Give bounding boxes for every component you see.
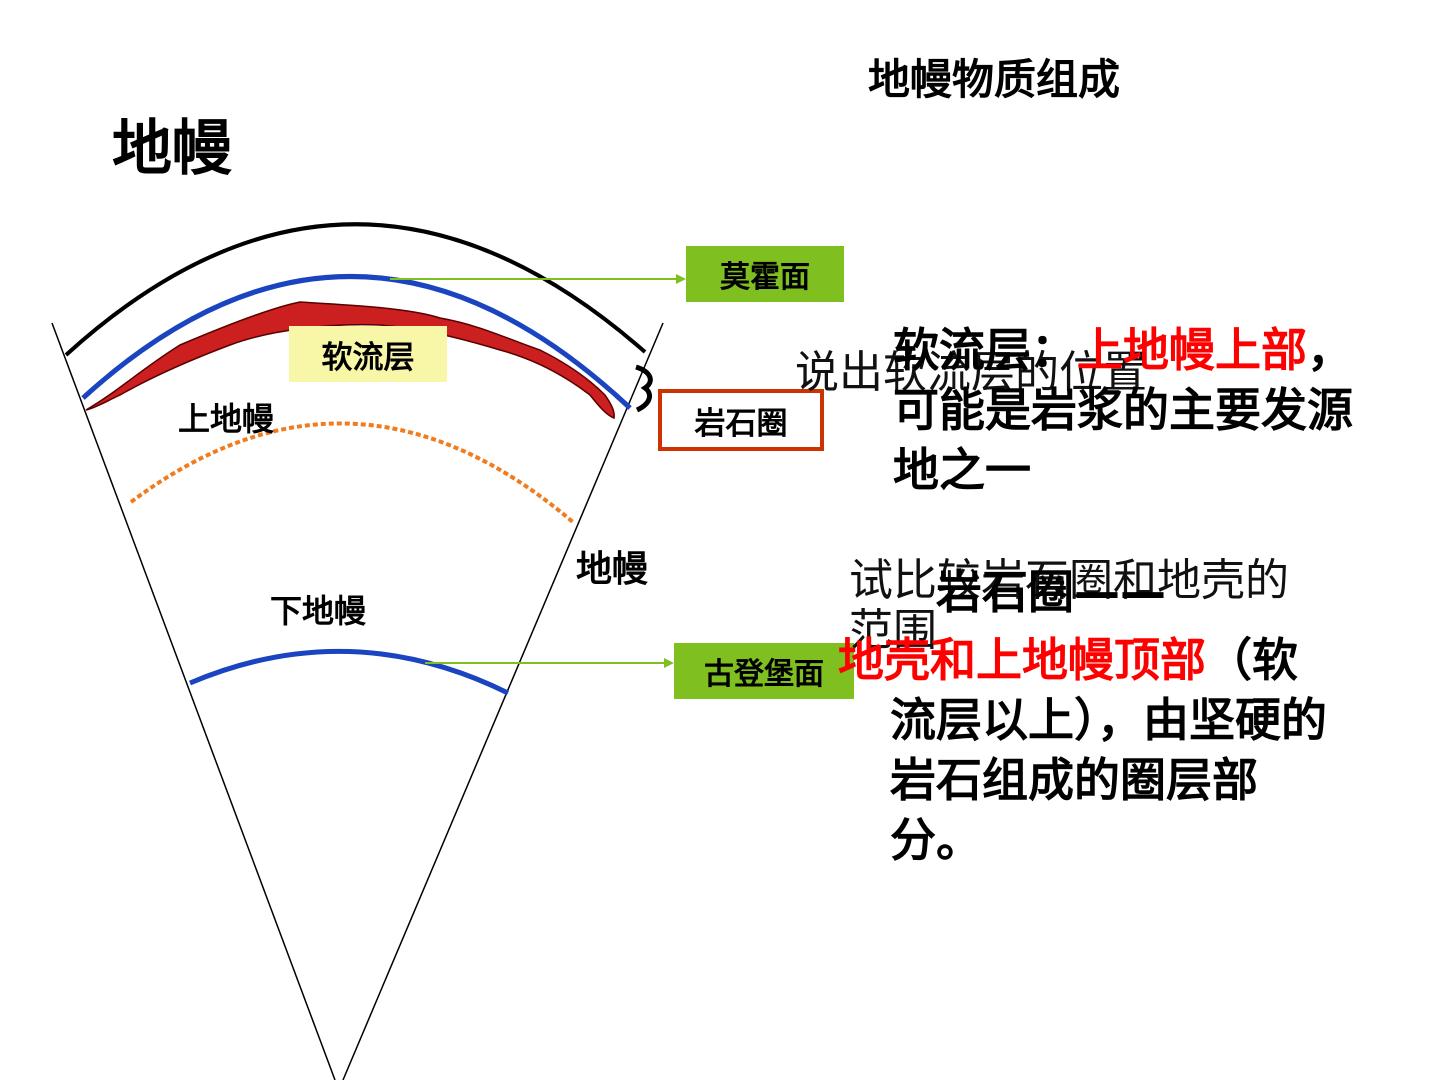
answer-asthenosphere: 软流层：上地幔上部， 可能是岩浆的主要发源地之一 — [893, 320, 1383, 500]
moho-pointer-arrow — [676, 274, 686, 284]
wedge-right-edge — [342, 322, 664, 1080]
answer-2-body: 流层以上），由坚硬的岩石组成的圈层部分。 — [890, 693, 1327, 867]
lithosphere-brace — [635, 364, 653, 413]
answer-1-head: 软流层： — [893, 323, 1077, 377]
answer-1-comma: ， — [1307, 323, 1353, 377]
answer-1-highlight: 上地幔上部 — [1077, 323, 1307, 377]
answer-2-highlight: 地壳和上地幔顶部 — [838, 633, 1206, 687]
gutenberg-pointer-arrow — [664, 658, 674, 668]
crust-surface-line — [64, 222, 647, 357]
lower-mantle-label: 下地幔 — [270, 592, 367, 630]
upper-mantle-label: 上地幔 — [178, 400, 275, 438]
gutenberg-line — [189, 648, 510, 696]
section-title: 地幔物质组成 — [868, 55, 1121, 104]
question-asthenosphere: 说出软流层的位置 — [795, 347, 1147, 398]
mantle-label: 地幔 — [576, 549, 649, 590]
asthenosphere-label: 软流层 — [289, 326, 447, 382]
moho-label: 莫霍面 — [686, 246, 844, 302]
answer-1-body: 可能是岩浆的主要发源地之一 — [893, 383, 1353, 497]
upper-lower-mantle-boundary — [129, 421, 576, 525]
gutenberg-label: 古登堡面 — [674, 643, 854, 699]
asthenosphere-layer — [85, 301, 615, 420]
lithosphere-label: 岩石圈 — [658, 389, 824, 451]
wedge-left-edge — [51, 322, 336, 1080]
question-lithosphere: 试比较岩石圈和地壳的范围 — [849, 555, 1289, 656]
answer-lithosphere: 地壳和上地幔顶部（软流层以上），由坚硬的岩石组成的圈层部分。 — [838, 630, 1333, 870]
answer-2-head: 岩石圈—— — [936, 565, 1166, 619]
answer-2-paren: （软 — [1206, 633, 1298, 687]
moho-line — [81, 273, 632, 410]
page-title: 地幔 — [112, 114, 232, 184]
